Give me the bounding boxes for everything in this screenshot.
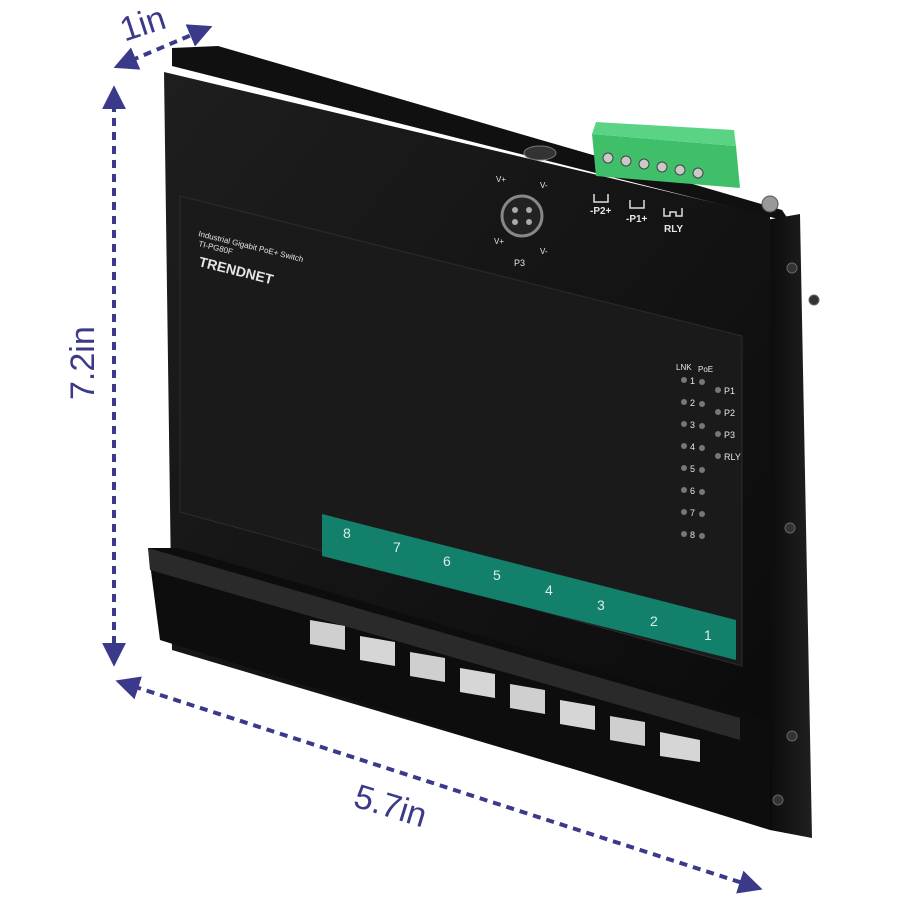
strip-number: 4 [545, 582, 553, 598]
screw-icon [772, 794, 784, 806]
strip-number: 5 [493, 567, 501, 583]
led-icon [681, 421, 687, 427]
port-strip-numbers: 8 7 6 5 4 3 2 1 [343, 525, 712, 643]
led-icon [681, 531, 687, 537]
pin-label: V- [540, 181, 548, 190]
switch-device: 8 7 6 5 4 3 2 1 Industrial Gigabit PoE+ … [148, 46, 820, 838]
screw-icon [761, 195, 779, 213]
dimension-arrows: 1in 7.2in 5.7in [64, 0, 763, 894]
led-port-label: 1 [690, 376, 695, 386]
status-led-label: P1 [724, 386, 735, 396]
power-connector: V+ V- V+ V- P3 [494, 145, 557, 268]
top-power-jack [523, 145, 557, 161]
lower-bracket [148, 548, 770, 830]
strip-number: 6 [443, 553, 451, 569]
port-number-strip [322, 514, 736, 660]
terminal-label: RLY [664, 224, 683, 235]
depth-arrow [113, 24, 213, 70]
screw-icon [784, 522, 796, 534]
led-icon [681, 377, 687, 383]
strip-number: 8 [343, 525, 351, 541]
led-port-label: 8 [690, 530, 695, 540]
screw-icon [786, 730, 798, 742]
led-icon [681, 465, 687, 471]
led-port-label: 2 [690, 398, 695, 408]
strip-number: 2 [650, 613, 658, 629]
led-port-label: 7 [690, 508, 695, 518]
led-port-label: 5 [690, 464, 695, 474]
led-port-label: 4 [690, 442, 695, 452]
side-screws [761, 195, 820, 806]
height-label: 7.2in [64, 326, 102, 400]
strip-number: 7 [393, 539, 401, 555]
status-led-label: P2 [724, 408, 735, 418]
depth-label: 1in [115, 0, 170, 49]
led-icon [681, 443, 687, 449]
width-label: 5.7in [350, 777, 432, 835]
pin-label: V- [540, 247, 548, 256]
strip-number: 1 [704, 627, 712, 643]
screw-icon [786, 262, 798, 274]
terminal-label: -P1+ [626, 214, 648, 225]
led-port-label: 3 [690, 420, 695, 430]
led-header: LNK [676, 363, 692, 372]
led-icon [681, 399, 687, 405]
pin-label: V+ [496, 175, 506, 184]
power-port-label: P3 [514, 258, 525, 268]
led-header: PoE [698, 365, 713, 374]
pin-label: V+ [494, 237, 504, 246]
status-led-label: RLY [724, 452, 741, 462]
lower-lip [148, 548, 740, 740]
screw-icon [808, 294, 820, 306]
status-led-label: P3 [724, 430, 735, 440]
power-port [500, 194, 544, 238]
terminal-block: -P2+ -P1+ RLY [590, 122, 740, 235]
front-panel [179, 195, 743, 667]
ethernet-port-row [310, 620, 700, 762]
led-panel: LNK PoE 1 2 3 4 5 6 7 8 [676, 363, 741, 540]
terminal-label: -P2+ [590, 206, 612, 217]
strip-number: 3 [597, 597, 605, 613]
led-port-label: 6 [690, 486, 695, 496]
led-icon [681, 509, 687, 515]
led-icon [681, 487, 687, 493]
